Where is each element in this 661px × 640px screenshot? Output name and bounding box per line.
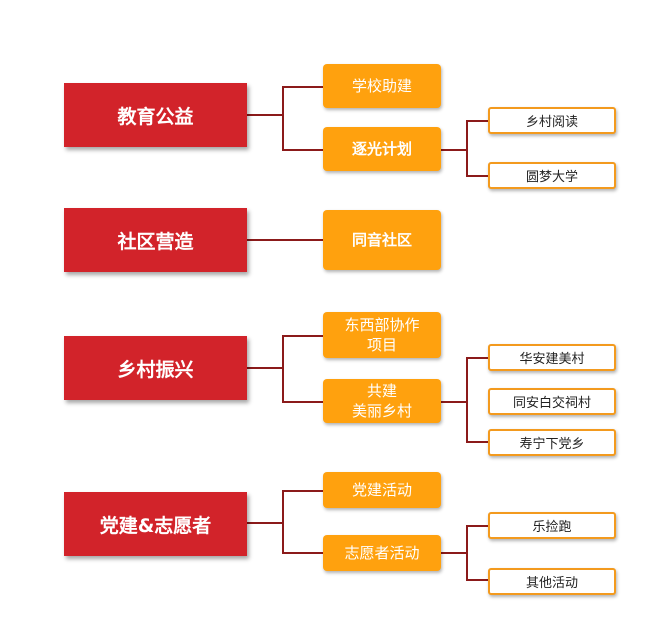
category-education: 教育公益	[64, 83, 247, 147]
sub-school-building: 学校助建	[323, 64, 441, 108]
connector	[282, 490, 284, 554]
connector	[282, 86, 323, 88]
leaf-plogging: 乐捡跑	[488, 512, 616, 539]
connector	[441, 552, 467, 554]
connector	[466, 357, 468, 443]
connector	[466, 175, 488, 177]
category-rural-revitalization: 乡村振兴	[64, 336, 247, 400]
connector	[282, 149, 323, 151]
connector	[466, 441, 488, 443]
sub-light-plan: 逐光计划	[323, 127, 441, 171]
sub-beautiful-village: 共建 美丽乡村	[323, 379, 441, 423]
connector	[282, 335, 323, 337]
category-community: 社区营造	[64, 208, 247, 272]
leaf-other-activities: 其他活动	[488, 568, 616, 595]
sub-tongyin-community: 同音社区	[323, 210, 441, 270]
leaf-huaan-jianmei: 华安建美村	[488, 344, 616, 371]
connector	[282, 335, 284, 403]
connector	[282, 490, 323, 492]
connector	[282, 552, 323, 554]
sub-party-activities: 党建活动	[323, 472, 441, 508]
connector	[441, 149, 467, 151]
connector	[466, 357, 488, 359]
connector	[466, 120, 488, 122]
connector	[466, 120, 468, 177]
connector	[247, 239, 323, 241]
connector	[466, 525, 468, 581]
leaf-dream-university: 圆梦大学	[488, 162, 616, 189]
sub-east-west-collaboration: 东西部协作 项目	[323, 312, 441, 358]
connector	[282, 401, 323, 403]
connector	[466, 579, 488, 581]
leaf-tongan-baijiaoci: 同安白交祠村	[488, 388, 616, 415]
leaf-rural-reading: 乡村阅读	[488, 107, 616, 134]
leaf-shouning-xiadang: 寿宁下党乡	[488, 429, 616, 456]
connector	[441, 401, 467, 403]
sub-volunteer-activities: 志愿者活动	[323, 535, 441, 571]
connector	[247, 522, 283, 524]
connector	[282, 86, 284, 151]
connector	[247, 367, 283, 369]
category-party-volunteer: 党建&志愿者	[64, 492, 247, 556]
connector	[247, 114, 283, 116]
connector	[466, 525, 488, 527]
